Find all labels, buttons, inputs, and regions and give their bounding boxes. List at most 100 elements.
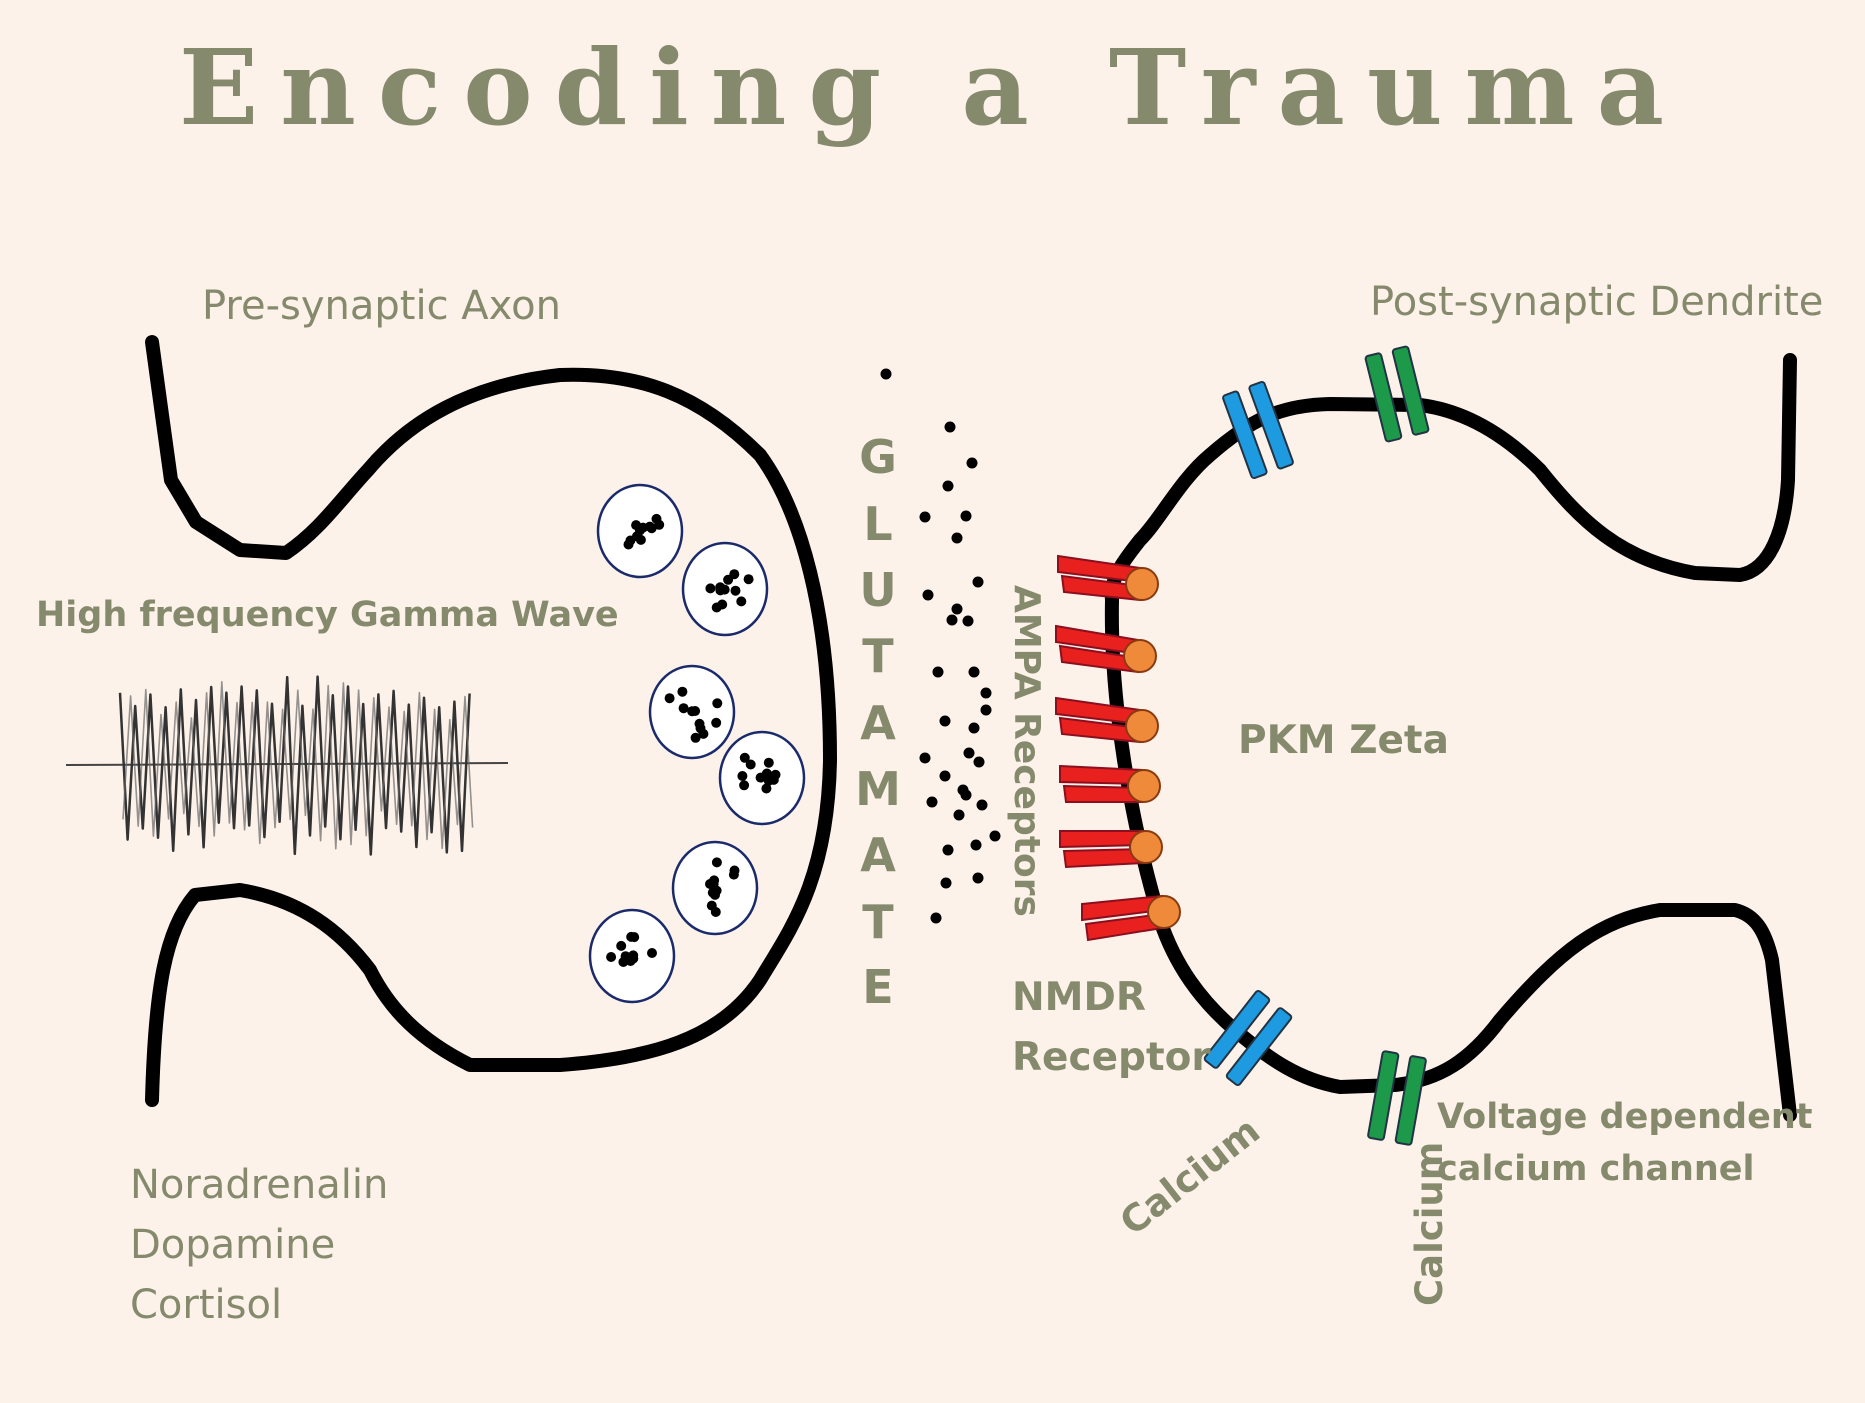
glutamate-dot bbox=[942, 480, 954, 492]
neurotransmitter-dot bbox=[761, 783, 772, 794]
calcium-channel-blue bbox=[1222, 380, 1294, 480]
neurotransmitter-dot bbox=[623, 539, 634, 550]
calcium-channel-green bbox=[1364, 345, 1430, 443]
glutamate-letter: E bbox=[862, 960, 894, 1014]
neurotransmitter-dot bbox=[616, 940, 627, 951]
receptor-binding-site bbox=[1125, 567, 1159, 601]
neurotransmitter-dot bbox=[629, 932, 640, 943]
glutamate-molecules bbox=[880, 368, 1001, 924]
neurotransmitter-dot bbox=[763, 757, 774, 768]
glutamate-dot bbox=[976, 799, 988, 811]
receptor-binding-site bbox=[1129, 830, 1163, 864]
neurotransmitter-dot bbox=[628, 953, 639, 964]
ampa-receptor bbox=[1055, 624, 1157, 674]
calcium-channel-blue bbox=[1203, 989, 1293, 1087]
glutamate-dot bbox=[980, 687, 992, 699]
neurotransmitter-dot bbox=[646, 523, 657, 534]
glutamate-dot bbox=[963, 747, 975, 759]
vdcc-label-line2: calcium channel bbox=[1437, 1149, 1755, 1189]
ampa-receptor bbox=[1057, 554, 1159, 602]
glutamate-letter: G bbox=[859, 430, 897, 484]
neurotransmitter-dot bbox=[706, 900, 717, 911]
channel-subunit bbox=[1364, 352, 1403, 443]
neurotransmitter-dot bbox=[743, 574, 754, 585]
glutamate-dot bbox=[980, 704, 992, 716]
glutamate-dot bbox=[951, 532, 963, 544]
neurochemical-item: Cortisol bbox=[130, 1282, 283, 1328]
ampa-receptor bbox=[1059, 830, 1163, 869]
neurotransmitter-dot bbox=[678, 703, 689, 714]
glutamate-letter: A bbox=[860, 828, 896, 882]
glutamate-dot bbox=[970, 839, 982, 851]
neurotransmitter-dot bbox=[715, 582, 726, 593]
channel-subunit bbox=[1225, 1007, 1293, 1087]
channel-subunit bbox=[1248, 380, 1294, 470]
receptor-binding-site bbox=[1127, 769, 1161, 803]
neurotransmitter-dot bbox=[730, 585, 741, 596]
postsynaptic-membrane-top bbox=[1104, 353, 1797, 607]
calcium-channel-green bbox=[1367, 1050, 1427, 1146]
neurochemical-item: Noradrenalin bbox=[130, 1162, 389, 1208]
channel-subunit bbox=[1222, 390, 1268, 480]
wave-trace bbox=[122, 680, 474, 850]
glutamate-dot bbox=[968, 666, 980, 678]
vesicle-group bbox=[588, 483, 806, 1004]
glutamate-dot bbox=[989, 830, 1001, 842]
glutamate-dot bbox=[880, 368, 892, 380]
glutamate-dot bbox=[973, 756, 985, 768]
glutamate-dot bbox=[940, 877, 952, 889]
neurotransmitter-dot bbox=[606, 952, 617, 962]
nmdr-label-line2: Receptor bbox=[1012, 1035, 1211, 1080]
glutamate-dot bbox=[932, 666, 944, 678]
channel-group bbox=[1203, 345, 1430, 1146]
glutamate-dot bbox=[926, 796, 938, 808]
presynaptic-label: Pre-synaptic Axon bbox=[202, 283, 561, 329]
neurotransmitter-dot bbox=[710, 889, 720, 900]
glutamate-dot bbox=[951, 603, 963, 615]
glutamate-letter: L bbox=[863, 497, 893, 551]
postsynaptic-membrane-bottom bbox=[1104, 593, 1797, 1122]
channel-subunit bbox=[1367, 1050, 1400, 1141]
neurotransmitter-dot bbox=[739, 752, 750, 763]
neurotransmitter-dot bbox=[651, 513, 662, 524]
glutamate-dot bbox=[972, 872, 984, 884]
glutamate-letter: U bbox=[859, 563, 897, 617]
glutamate-dot bbox=[944, 421, 956, 433]
neurotransmitter-dot bbox=[729, 865, 740, 876]
neurotransmitter-dot bbox=[717, 599, 728, 610]
glutamate-letter: A bbox=[860, 696, 896, 750]
neurochemical-item: Dopamine bbox=[130, 1222, 336, 1268]
receptor-binding-site bbox=[1147, 895, 1181, 929]
vdcc-label-line1: Voltage dependent bbox=[1437, 1097, 1813, 1137]
neurotransmitter-dot bbox=[737, 771, 748, 781]
neurotransmitter-dot bbox=[739, 780, 750, 791]
neurotransmitter-dot bbox=[635, 534, 646, 545]
ampa-receptor bbox=[1055, 696, 1159, 744]
neurotransmitter-dot bbox=[677, 686, 688, 697]
neurotransmitter-dot bbox=[664, 693, 675, 704]
glutamate-dot bbox=[968, 722, 980, 734]
page-title: Encoding a Trauma bbox=[179, 26, 1686, 149]
glutamate-dot bbox=[919, 752, 931, 764]
glutamate-dot bbox=[966, 457, 978, 469]
neurotransmitter-dot bbox=[705, 583, 716, 594]
glutamate-letter: T bbox=[862, 895, 894, 949]
glutamate-dot bbox=[960, 510, 972, 522]
glutamate-dot bbox=[930, 912, 942, 924]
gamma-wave-label: High frequency Gamma Wave bbox=[36, 595, 619, 635]
neurotransmitter-dot bbox=[712, 698, 723, 709]
receptor-binding-site bbox=[1125, 709, 1159, 743]
presynaptic-membrane bbox=[145, 335, 837, 1107]
glutamate-dot bbox=[960, 789, 972, 801]
gamma-wave bbox=[65, 675, 509, 856]
glutamate-dot bbox=[942, 844, 954, 856]
postsynaptic-label: Post-synaptic Dendrite bbox=[1370, 279, 1824, 325]
ampa-receptor bbox=[1059, 764, 1161, 803]
glutamate-dot bbox=[919, 511, 931, 523]
nmdr-label-line1: NMDR bbox=[1012, 975, 1146, 1020]
glutamate-dot bbox=[953, 809, 965, 821]
ampa-label: AMPA Receptors bbox=[1006, 585, 1047, 917]
channel-subunit bbox=[1394, 1055, 1427, 1146]
neurotransmitter-dot bbox=[638, 522, 648, 533]
